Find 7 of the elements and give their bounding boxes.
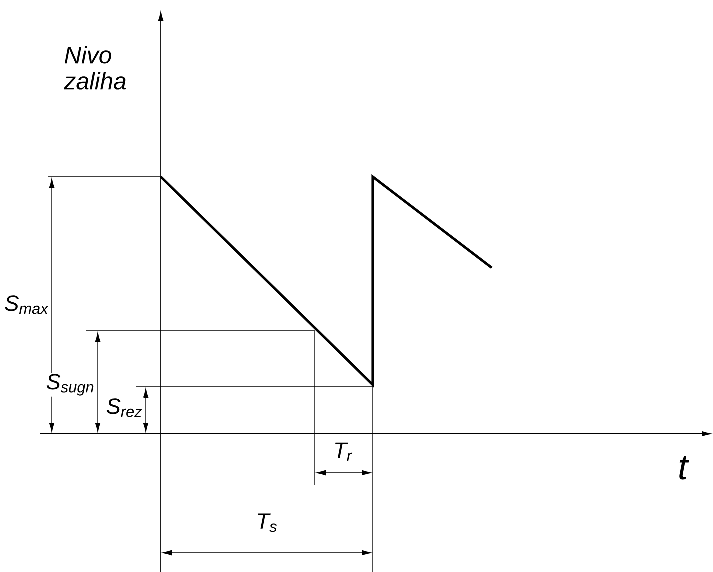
dimension-label: S$_{sugn}$ [45,373,96,397]
dimension-label: S$_{rez}$ [105,398,144,418]
axis-label: t [680,456,690,480]
dimension-label: T$_{r}$ [335,442,353,462]
dimension-label: T$_{s}$ [258,514,277,532]
axis-label: Nivo zaliha [64,46,126,90]
dimension-label: S$_{max}$ [4,294,50,316]
